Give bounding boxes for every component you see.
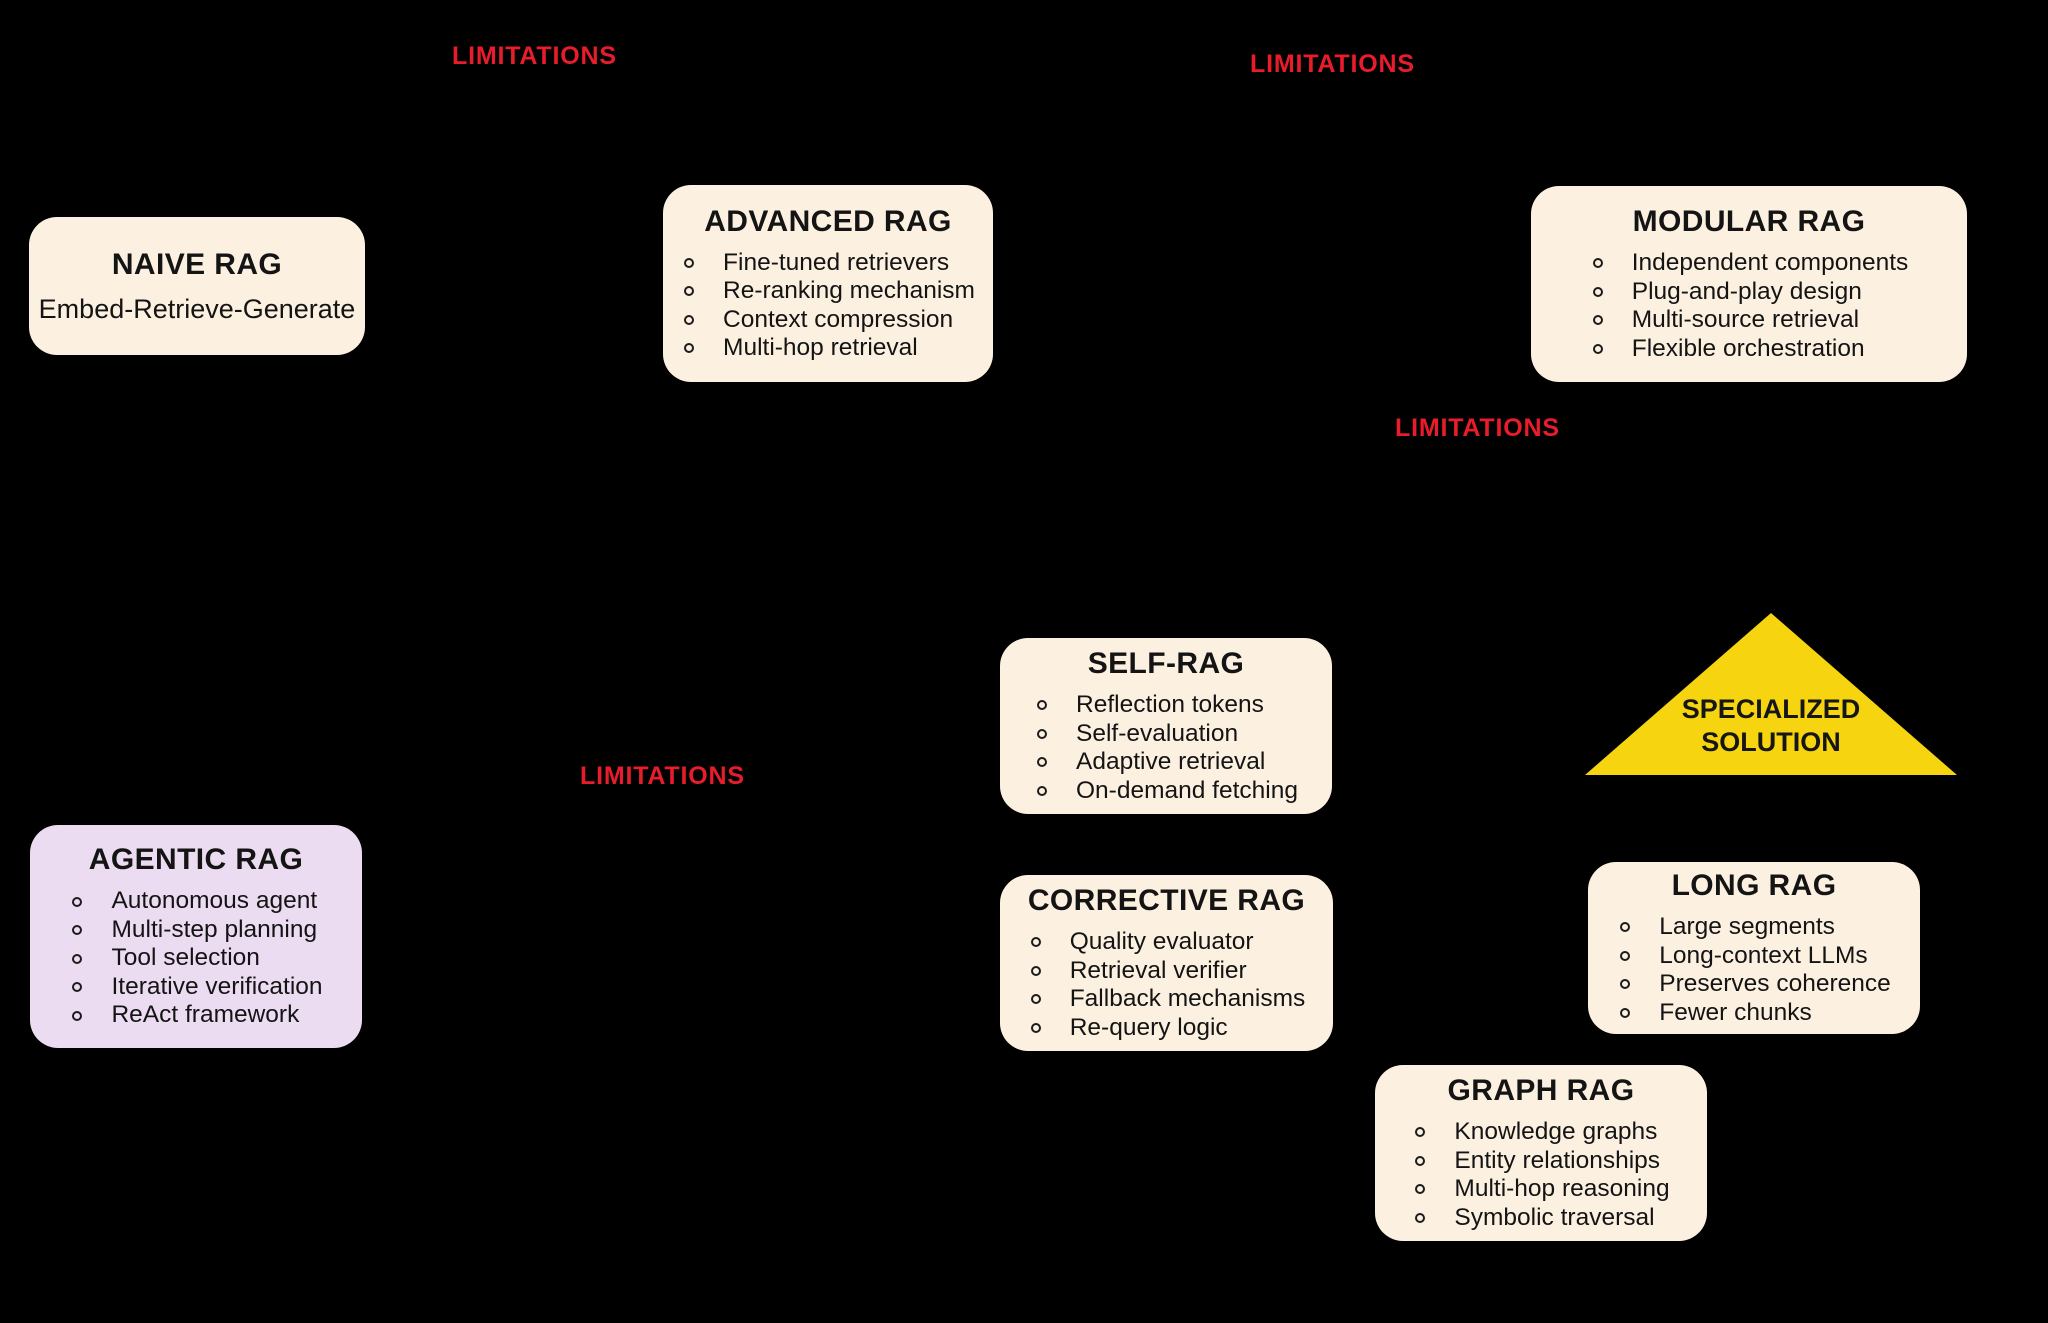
bullet-item: Retrieval verifier [1028,957,1306,986]
bullet-item: Entity relationships [1412,1147,1669,1176]
bullet-item: Reflection tokens [1034,691,1298,720]
card-title: GRAPH RAG [1447,1074,1635,1107]
limitations-label: LIMITATIONS [452,42,617,70]
bullet-item: Fewer chunks [1617,999,1891,1028]
triangle-label-line1: SPECIALIZED [1681,694,1861,724]
bullet-item: Fine-tuned retrievers [681,249,975,278]
card-title: LONG RAG [1671,869,1837,902]
bullet-item: Flexible orchestration [1590,335,1909,364]
limitations-label: LIMITATIONS [580,762,745,790]
bullet-item: Multi-hop reasoning [1412,1175,1669,1204]
bullet-item: Adaptive retrieval [1034,748,1298,777]
bullet-item: Multi-hop retrieval [681,334,975,363]
bullet-item: Autonomous agent [69,887,322,916]
specialized-solution-triangle: SPECIALIZED SOLUTION [1585,613,1957,775]
bullet-item: Context compression [681,306,975,335]
bullet-item: Knowledge graphs [1412,1118,1669,1147]
bullet-item: ReAct framework [69,1001,322,1030]
bullet-item: Symbolic traversal [1412,1204,1669,1233]
card-title: ADVANCED RAG [704,204,952,238]
bullet-item: Plug-and-play design [1590,278,1909,307]
bullet-item: Quality evaluator [1028,928,1306,957]
bullet-item: Re-ranking mechanism [681,277,975,306]
bullet-item: Large segments [1617,913,1891,942]
bullet-item: Independent components [1590,249,1909,278]
bullet-item: Iterative verification [69,973,322,1002]
bullet-item: Multi-source retrieval [1590,306,1909,335]
triangle-label-line2: SOLUTION [1701,727,1841,757]
bullet-item: Fallback mechanisms [1028,985,1306,1014]
card-title: AGENTIC RAG [88,843,304,877]
bullet-item: Long-context LLMs [1617,942,1891,971]
bullet-item: Self-evaluation [1034,720,1298,749]
card-naive-rag: NAIVE RAG Embed-Retrieve-Generate [29,217,365,355]
card-subtitle: Embed-Retrieve-Generate [38,293,356,324]
card-title: MODULAR RAG [1632,205,1866,238]
limitations-label: LIMITATIONS [1395,414,1560,442]
card-title: NAIVE RAG [111,247,283,281]
bullet-item: Preserves coherence [1617,970,1891,999]
card-title: CORRECTIVE RAG [1027,884,1306,917]
bullet-item: Tool selection [69,944,322,973]
card-title: SELF-RAG [1087,647,1245,680]
bullet-item: On-demand fetching [1034,777,1298,806]
bullet-item: Multi-step planning [69,916,322,945]
limitations-label: LIMITATIONS [1250,50,1415,78]
bullet-item: Re-query logic [1028,1014,1306,1043]
